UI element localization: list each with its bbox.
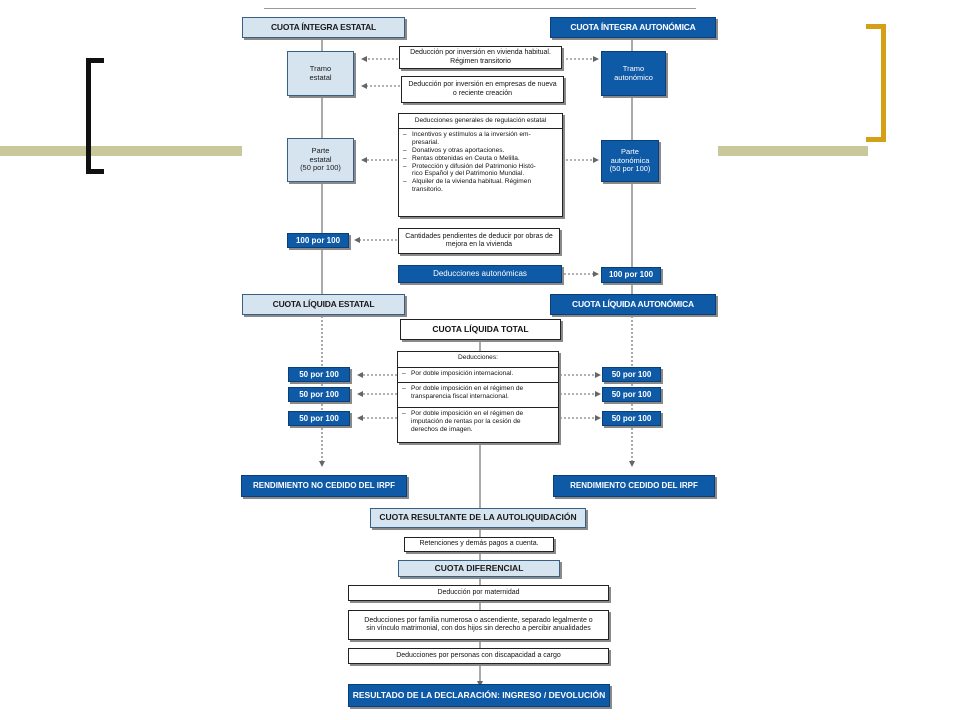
deducciones-doble-imposicion: Deducciones: Por doble imposición intern…: [397, 351, 559, 443]
deducciones-familia-numerosa: Deducciones por familia numerosa o ascen…: [348, 610, 609, 640]
decorative-bar-right: [718, 146, 868, 156]
retenciones-pagos-cuenta: Retenciones y demás pagos a cuenta.: [404, 537, 554, 552]
deducciones-discapacidad: Deducciones por personas con discapacida…: [348, 648, 609, 664]
list-item: Por doble imposición internacional.: [398, 368, 558, 383]
list-item: Protección y difusión del Patrimonio His…: [403, 163, 558, 179]
rendimiento-no-cedido: RENDIMIENTO NO CEDIDO DEL IRPF: [241, 475, 407, 497]
tramo-autonomico: Tramo autonómico: [601, 51, 666, 96]
deducciones-generales-estatal: Deducciones generales de regulación esta…: [398, 113, 563, 217]
top-rule: [264, 8, 696, 9]
cuota-diferencial: CUOTA DIFERENCIAL: [398, 560, 560, 577]
deducciones-generales-title: Deducciones generales de regulación esta…: [399, 114, 562, 129]
deduccion-vivienda-habitual: Deducción por inversión en vivienda habi…: [399, 46, 562, 69]
pct-50-autonomica-1: 50 por 100: [602, 367, 661, 382]
list-item: Por doble imposición en el régimen de tr…: [398, 383, 558, 408]
list-item: Por doble imposición en el régimen de im…: [398, 408, 558, 436]
deducciones-autonomicas: Deducciones autonómicas: [398, 265, 562, 283]
pct-50-estatal-1: 50 por 100: [288, 367, 350, 382]
rendimiento-cedido: RENDIMIENTO CEDIDO DEL IRPF: [553, 475, 715, 497]
cuota-liquida-estatal: CUOTA LÍQUIDA ESTATAL: [242, 294, 405, 315]
tramo-estatal: Tramo estatal: [287, 51, 354, 96]
left-bracket-decoration: [86, 58, 104, 174]
deduccion-maternidad: Deducción por maternidad: [348, 585, 609, 601]
pct-50-autonomica-3: 50 por 100: [602, 411, 661, 426]
parte-estatal: Parte estatal (50 por 100): [287, 138, 354, 182]
resultado-declaracion: RESULTADO DE LA DECLARACIÓN: INGRESO / D…: [348, 684, 610, 707]
parte-autonomica: Parte autonómica (50 por 100): [601, 140, 659, 182]
decorative-bar-left: [0, 146, 242, 156]
pct-100-estatal: 100 por 100: [287, 233, 349, 248]
cantidades-pendientes-obras: Cantidades pendientes de deducir por obr…: [398, 228, 560, 254]
cuota-integra-estatal: CUOTA ÍNTEGRA ESTATAL: [242, 17, 405, 38]
pct-50-estatal-2: 50 por 100: [288, 387, 350, 402]
right-bracket-decoration: [866, 24, 886, 142]
pct-50-autonomica-2: 50 por 100: [602, 387, 661, 402]
cuota-resultante-autoliquidacion: CUOTA RESULTANTE DE LA AUTOLIQUIDACIÓN: [370, 508, 586, 528]
deducciones-doble-imposicion-title: Deducciones:: [398, 352, 558, 368]
pct-100-autonomica: 100 por 100: [601, 267, 661, 283]
cuota-integra-autonomica: CUOTA ÍNTEGRA AUTONÓMICA: [550, 17, 716, 38]
cuota-liquida-total: CUOTA LÍQUIDA TOTAL: [400, 319, 561, 340]
list-item: Alquiler de la vivienda habitual. Régime…: [403, 178, 558, 194]
list-item: Rentas obtenidas en Ceuta o Melilla.: [403, 155, 558, 163]
list-item: Incentivos y estímulos a la inversión em…: [403, 131, 558, 147]
deduccion-empresas-nueva-creacion: Deducción por inversión en empresas de n…: [401, 76, 564, 103]
list-item: Donativos y otras aportaciones.: [403, 147, 558, 155]
pct-50-estatal-3: 50 por 100: [288, 411, 350, 426]
cuota-liquida-autonomica: CUOTA LÍQUIDA AUTONÓMICA: [550, 294, 716, 315]
